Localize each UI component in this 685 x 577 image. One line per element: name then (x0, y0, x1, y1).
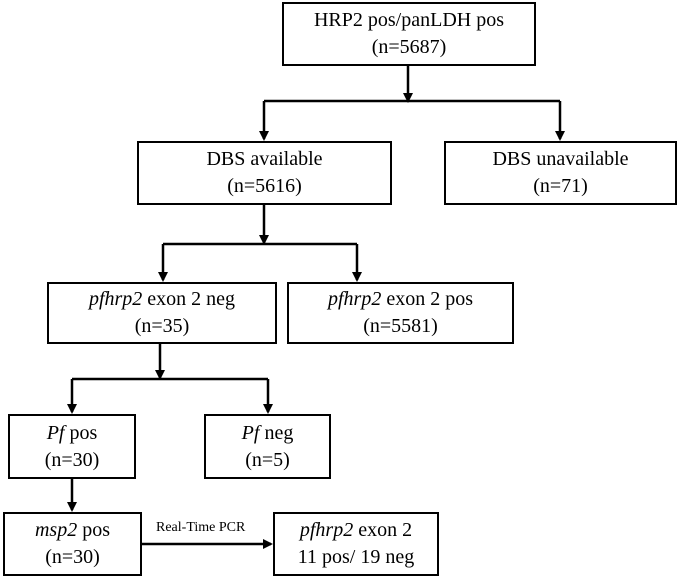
species-name: Pf (46, 421, 65, 444)
node-pf-neg-title: Pf neg (242, 420, 294, 447)
gene-name: pfhrp2 (327, 288, 382, 310)
node-msp2-pos-count: (n=30) (45, 546, 100, 568)
node-pf-pos-count: (n=30) (44, 448, 100, 471)
node-exon2-result-label: exon 2 (353, 519, 413, 541)
node-exon2-pos-label: exon 2 pos (381, 288, 473, 310)
node-exon2-neg-count: (n=35) (134, 315, 190, 337)
node-exon2-result-title: pfhrp2 exon 2 (300, 517, 412, 544)
node-pf-pos-title: Pf pos (47, 420, 98, 447)
node-dbs-unavailable-count: (n=71) (533, 175, 588, 197)
node-dbs-available-title: DBS available (206, 148, 323, 170)
node-exon2-pos-title: pfhrp2 exon 2 pos (328, 286, 473, 313)
node-msp2-pos-label: pos (77, 519, 111, 541)
species-name: Pf (241, 421, 260, 444)
gene-name: pfhrp2 (299, 519, 354, 541)
node-root-count: (n=5687) (371, 36, 447, 58)
node-exon2-result-count: 11 pos/ 19 neg (297, 546, 415, 568)
node-dbs-available: DBS available (n=5616) (137, 141, 392, 205)
node-root-title: HRP2 pos/panLDH pos (313, 9, 504, 31)
node-msp2-pos-title: msp2 pos (35, 517, 110, 544)
gene-name: pfhrp2 (88, 288, 143, 310)
node-dbs-available-count: (n=5616) (227, 175, 302, 197)
node-exon2-pos: pfhrp2 exon 2 pos (n=5581) (287, 282, 514, 344)
node-pf-neg-label: neg (259, 421, 294, 444)
node-root: HRP2 pos/panLDH pos (n=5687) (282, 2, 536, 66)
node-pf-pos-label: pos (64, 421, 98, 444)
node-pf-pos: Pf pos (n=30) (8, 414, 136, 479)
node-exon2-neg-label: exon 2 neg (142, 288, 236, 310)
edge-label-realtime-pcr: Real-Time PCR (156, 520, 246, 535)
node-exon2-pos-count: (n=5581) (363, 315, 438, 337)
node-dbs-unavailable-title: DBS unavailable (492, 148, 629, 170)
node-exon2-neg: pfhrp2 exon 2 neg (n=35) (47, 282, 277, 344)
node-pf-neg: Pf neg (n=5) (204, 414, 331, 479)
gene-name: msp2 (34, 519, 78, 541)
node-exon2-result: pfhrp2 exon 2 11 pos/ 19 neg (273, 512, 439, 576)
node-pf-neg-count: (n=5) (245, 448, 290, 471)
node-dbs-unavailable: DBS unavailable (n=71) (444, 141, 677, 205)
node-msp2-pos: msp2 pos (n=30) (3, 512, 142, 576)
node-exon2-neg-title: pfhrp2 exon 2 neg (89, 286, 235, 313)
